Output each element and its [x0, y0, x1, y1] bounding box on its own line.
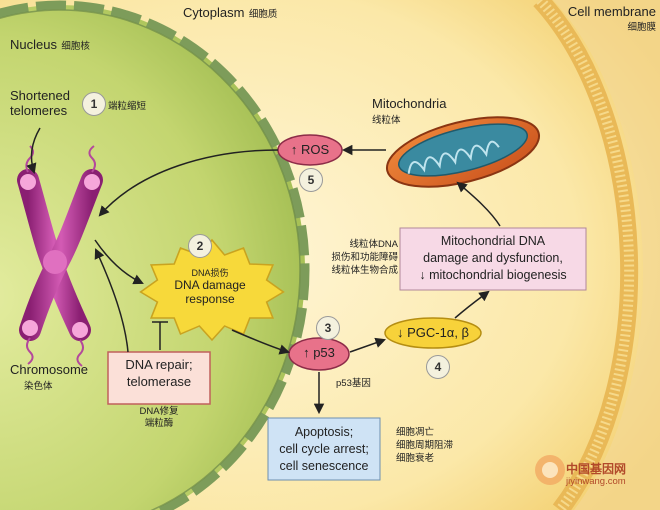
- arrow-telomeres-to-chromosome: [26, 127, 41, 174]
- dna-repair-box: [107, 351, 211, 405]
- shortened-telomeres-label: Shortened telomeres: [10, 88, 70, 118]
- step-1-badge: 1: [82, 92, 106, 116]
- chromosome-illustration: [17, 145, 103, 367]
- apoptosis-box: [267, 417, 381, 481]
- step-3-badge: 3: [316, 316, 340, 340]
- watermark-url: jiyinwang.com: [566, 476, 626, 487]
- p53-label: ↑ p53: [303, 345, 335, 360]
- shortened-telomeres-label-zh: 端粒缩短: [108, 101, 147, 112]
- dna-repair-label-en: DNA repair; telomerase: [125, 357, 193, 389]
- cell-membrane-label-zh: 细胞膜: [627, 22, 656, 33]
- mitochondria-label-zh: 线粒体: [372, 115, 401, 126]
- p53-label-zh: p53基因: [336, 378, 371, 389]
- cell-membrane: [533, 0, 660, 510]
- arrow-mito-damage-to-mito: [456, 181, 501, 227]
- mito-damage-label-zh: 线粒体DNA 损伤和功能障碍 线粒体生物合成: [331, 239, 398, 276]
- cytoplasm-label-zh: 细胞质: [248, 9, 278, 20]
- nucleus-label: Nucleus 细胞核: [10, 36, 90, 54]
- pgc-label: ↓ PGC-1α, β: [396, 325, 470, 340]
- apoptosis-label-zh: 细胞凋亡 细胞周期阻滞 细胞衰老: [396, 427, 454, 464]
- arrow-repair-to-chromosome: [94, 248, 129, 353]
- arrow-p53-to-pgc: [349, 337, 386, 353]
- pathway-arrows: [26, 127, 501, 415]
- apoptosis-label-en: Apoptosis; cell cycle arrest; cell senes…: [279, 425, 369, 473]
- arrow-chromosome-to-damage: [94, 239, 144, 285]
- mitochondria-label-en: Mitochondria: [372, 96, 447, 111]
- cell-membrane-label: Cell membrane 细胞膜: [560, 4, 656, 33]
- mito-damage-box: [399, 227, 587, 291]
- nucleus: [0, 0, 310, 510]
- mitochondria-illustration: [385, 116, 541, 188]
- nucleus-label-zh: 细胞核: [61, 41, 90, 52]
- dna-damage-label-en: DNA damage response: [174, 278, 246, 306]
- cytoplasm-label: Cytoplasm 细胞质: [183, 4, 277, 22]
- step-2-badge: 2: [188, 234, 212, 258]
- chromosome-label-zh: 染色体: [24, 381, 53, 392]
- dna-damage-label-zh: DNA损伤: [191, 268, 229, 278]
- arrow-pgc-to-mito-damage: [454, 290, 490, 319]
- nucleus-label-en: Nucleus: [10, 37, 57, 52]
- arrow-damage-to-p53: [231, 329, 291, 355]
- ros-label: ↑ ROS: [290, 142, 330, 157]
- pgc-oval: [384, 317, 482, 349]
- step-5-badge: 5: [299, 168, 323, 192]
- chromosome-label-en: Chromosome: [10, 362, 89, 377]
- step-4-badge: 4: [426, 355, 450, 379]
- dna-damage-starburst: [139, 238, 285, 342]
- watermark-zh: 中国基因网: [566, 462, 627, 476]
- arrow-ros-to-chromosome: [98, 149, 279, 217]
- cell-membrane-label-en: Cell membrane: [567, 4, 656, 19]
- watermark-logo: [535, 455, 565, 485]
- mito-damage-label-en: Mitochondrial DNA damage and dysfunction…: [419, 234, 567, 282]
- dna-repair-label-zh: DNA修复 端粒酶: [139, 406, 179, 429]
- cytoplasm-label-en: Cytoplasm: [183, 5, 245, 20]
